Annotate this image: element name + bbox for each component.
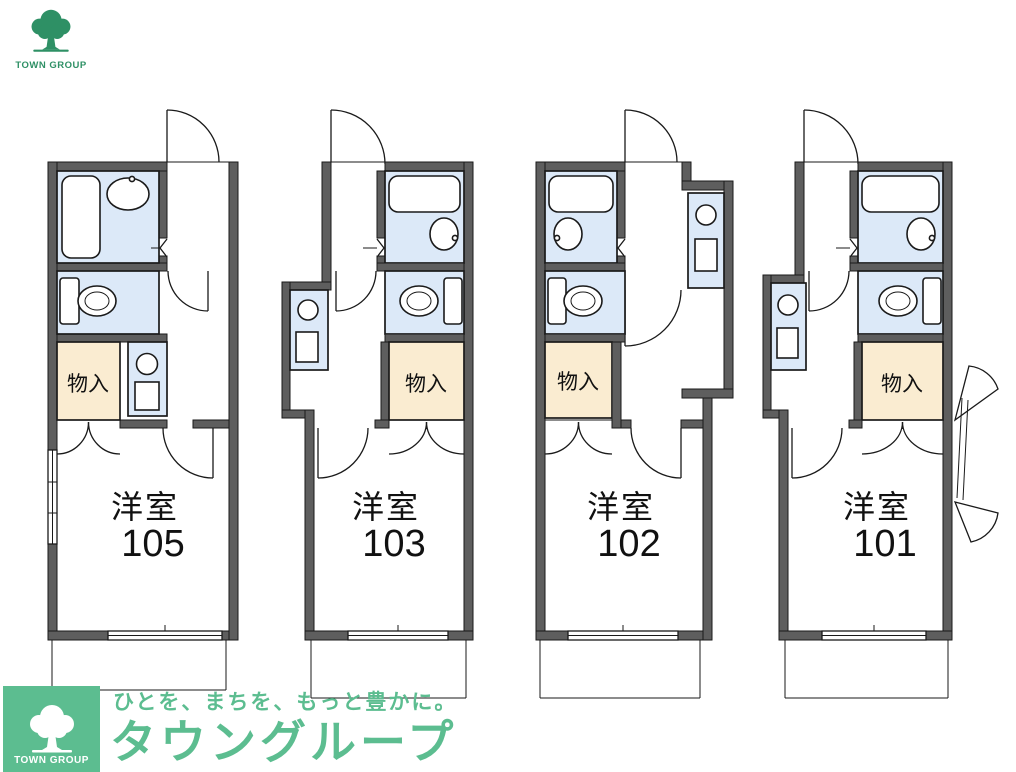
hall-door-arc — [808, 270, 850, 312]
bathroom — [56, 170, 160, 264]
hall-door-arc — [624, 289, 682, 347]
entry-door-arc — [803, 109, 859, 165]
room-door-arc — [630, 427, 682, 479]
kitchen — [127, 341, 168, 417]
bathtub-icon — [388, 175, 461, 213]
unit-105-floorplan: 物入 洋室 105 — [47, 109, 239, 691]
closet-doors-icon — [861, 419, 944, 455]
balcony-line — [784, 640, 949, 699]
room-label: 洋室 — [843, 489, 911, 525]
storage-label: 物入 — [881, 373, 923, 396]
window — [567, 625, 679, 641]
toilet-icon — [77, 285, 117, 317]
room-door-arc — [162, 427, 214, 479]
kitchen-sink-icon — [694, 238, 718, 272]
bathtub-icon — [548, 175, 614, 213]
town-group-logo-footer: TOWN GROUP — [3, 686, 100, 772]
entry-door-arc — [624, 109, 682, 163]
kitchen-sink-icon — [295, 331, 319, 363]
balcony-line — [310, 640, 467, 699]
toilet-tank-icon — [59, 277, 80, 325]
balcony-line — [539, 640, 701, 699]
toilet-tank-icon — [443, 277, 463, 325]
unit-101-floorplan: 物入 洋室 101 — [762, 109, 999, 699]
sink-icon — [553, 217, 583, 251]
window — [47, 449, 58, 545]
balcony-line — [51, 640, 227, 691]
exterior-stairs-icon — [953, 365, 999, 543]
room-label: 洋室 — [352, 489, 420, 525]
hall-door-arc — [167, 270, 209, 312]
town-group-logo-top: TOWN GROUP — [8, 8, 94, 71]
storage-label: 物入 — [557, 371, 599, 394]
kitchen-sink-icon — [776, 327, 799, 359]
toilet-room — [56, 270, 160, 335]
footer-logo-text: TOWN GROUP — [14, 755, 89, 766]
closet-doors-icon — [56, 419, 121, 455]
window — [821, 625, 927, 641]
hall-door-arc — [335, 270, 377, 312]
toilet-icon — [563, 285, 603, 317]
room-number: 105 — [121, 523, 184, 565]
sink-icon — [106, 177, 150, 211]
bathroom — [544, 170, 618, 264]
room-door-arc — [791, 427, 843, 479]
storage-label: 物入 — [67, 373, 109, 396]
tree-icon — [31, 9, 71, 52]
room-door-arc — [317, 427, 369, 479]
toilet-icon — [878, 285, 918, 317]
toilet-icon — [399, 285, 439, 317]
room-label: 洋室 — [587, 489, 655, 525]
stove-icon — [777, 294, 799, 316]
toilet-room — [544, 270, 626, 335]
storage-label: 物入 — [405, 373, 447, 396]
kitchen — [289, 289, 329, 371]
company-name: タウングループ — [110, 716, 458, 768]
bathtub-icon — [61, 175, 101, 259]
bathtub-icon — [861, 175, 940, 213]
storage-closet — [544, 341, 613, 419]
sink-icon — [429, 217, 459, 251]
storage-closet — [56, 341, 121, 421]
window — [107, 625, 223, 641]
room-number: 101 — [853, 523, 916, 565]
stove-icon — [695, 204, 717, 226]
closet-doors-icon — [388, 419, 465, 455]
unit-103-floorplan: 物入 洋室 103 — [281, 109, 474, 699]
folding-door-icon — [151, 238, 168, 258]
top-logo-text: TOWN GROUP — [15, 60, 87, 71]
folding-door-icon — [363, 238, 385, 258]
toilet-room — [857, 270, 944, 335]
entry-door-arc — [330, 109, 386, 165]
closet-doors-icon — [544, 419, 613, 455]
tree-icon — [29, 705, 74, 753]
room-number: 103 — [362, 523, 425, 565]
stove-icon — [297, 299, 319, 321]
toilet-room — [384, 270, 465, 335]
room-label: 洋室 — [111, 489, 179, 525]
room-number: 102 — [597, 523, 660, 565]
stove-icon — [135, 352, 159, 376]
bathroom — [384, 170, 465, 264]
folding-door-icon — [836, 238, 858, 258]
unit-102-floorplan: 物入 洋室 102 — [535, 109, 734, 699]
kitchen — [770, 282, 807, 371]
toilet-tank-icon — [922, 277, 942, 325]
sink-icon — [906, 217, 936, 251]
tagline: ひとを、まちを、もっと豊かに。 — [113, 691, 458, 714]
bathroom — [857, 170, 944, 264]
kitchen — [687, 192, 725, 289]
storage-closet — [388, 341, 465, 421]
window — [347, 625, 449, 641]
entry-door-arc — [166, 109, 229, 163]
kitchen-sink-icon — [134, 381, 160, 411]
